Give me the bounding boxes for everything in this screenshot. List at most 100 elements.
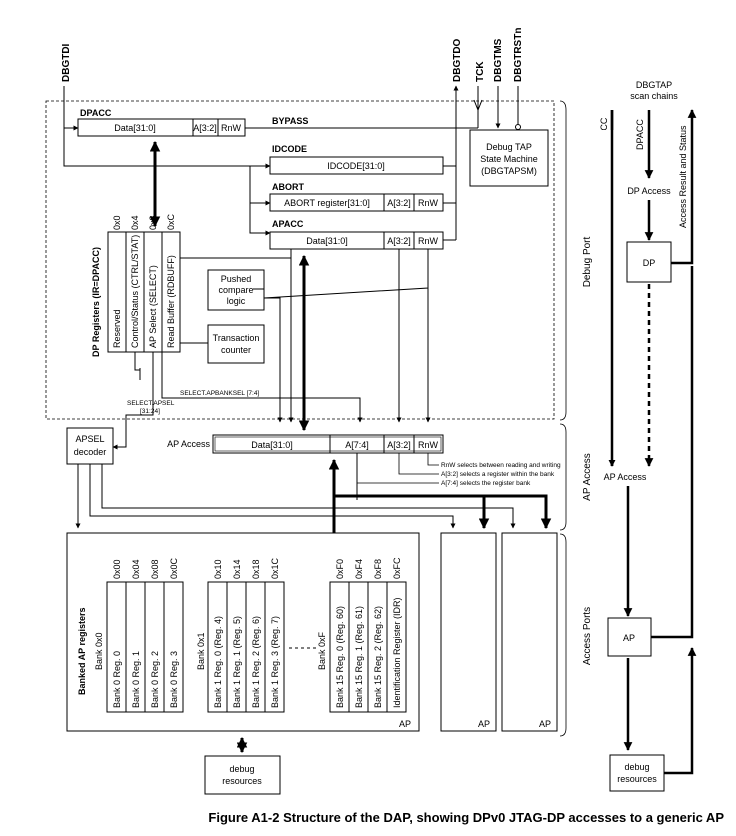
bank0-reg-2: Bank 0 Reg. 2 (150, 651, 160, 708)
apacc-data: Data[31:0] (306, 236, 348, 246)
dpacc-title: DPACC (80, 108, 112, 118)
apsel-line1: APSEL (75, 434, 104, 444)
signal-tck: TCK (475, 61, 486, 82)
bankF-reg-1: Bank 15 Reg. 1 (Reg. 61) (354, 606, 364, 708)
abort-field: ABORT register[31:0] (284, 198, 370, 208)
bankF-addr-1: 0xF4 (354, 559, 364, 579)
signal-dbgtms: DBGTMS (493, 38, 504, 82)
ap-access-register-outer (212, 434, 444, 454)
debug-res-line1: debug (229, 764, 254, 774)
tap-line3: (DBGTAPSM) (481, 166, 537, 176)
abort-title: ABORT (272, 182, 304, 192)
bank1-label: Bank 0x1 (196, 632, 206, 670)
bank0-reg-0: Bank 0 Reg. 0 (112, 651, 122, 708)
abort-register (269, 193, 444, 212)
bank1-addr-3: 0x1C (270, 557, 280, 579)
apacc-rnw: RnW (418, 236, 439, 246)
ap-access-a32: A[3:2] (387, 440, 411, 450)
right-debug-box (609, 754, 665, 792)
ap-label-2: AP (478, 719, 490, 729)
decoder-to-ap-wires (75, 453, 516, 529)
ap-label-3: AP (539, 719, 551, 729)
right-debug-line1: debug (624, 762, 649, 772)
txn-line2: counter (221, 345, 251, 355)
right-dpacc: DPACC (635, 119, 645, 150)
figure-caption: Figure A1-2 Structure of the DAP, showin… (0, 810, 736, 825)
transaction-counter-box (207, 324, 265, 364)
signal-dbgtrstn: DBGTRSTn (513, 28, 524, 82)
figure-caption-text: Figure A1-2 Structure of the DAP, showin… (208, 810, 724, 825)
ap-access-rnw: RnW (418, 440, 439, 450)
select-apsel-line2: [31:24] (140, 408, 160, 415)
bank1-addr-1: 0x14 (232, 559, 242, 579)
pushed-line2: compare (218, 285, 253, 295)
dpacc-addr: A[3:2] (193, 123, 217, 133)
bank0-addr-3: 0x0C (169, 557, 179, 579)
debug-tap-state-machine-box (469, 129, 549, 187)
bankF-addr-3: 0xFC (392, 557, 402, 579)
select-apbanksel-label: SELECT.APBANKSEL [7:4] (180, 390, 259, 397)
ap-access-data: Data[31:0] (251, 440, 293, 450)
apsel-line2: decoder (74, 447, 107, 457)
bankF-reg-0: Bank 15 Reg. 0 (Reg. 60) (335, 606, 345, 708)
ap-main-label: AP (399, 719, 411, 729)
abort-rnw: RnW (418, 198, 439, 208)
banked-title: Banked AP registers (77, 607, 87, 695)
bankF-label: Bank 0xF (317, 631, 327, 670)
bank1-reg-0: Bank 1 Reg. 0 (Reg. 4) (213, 616, 223, 708)
pushed-compare-logic-box (207, 269, 265, 311)
side-label-debug-port: Debug Port (582, 236, 593, 287)
debug-res-line2: resources (222, 776, 262, 786)
note-a32: A[3:2] selects a register within the ban… (441, 471, 555, 478)
ap-data-bus-to-other-aps (334, 494, 552, 530)
bank0-addr-1: 0x04 (131, 559, 141, 579)
tck-clock-symbol (473, 99, 483, 112)
note-a74: A[7:4] selects the register bank (441, 480, 531, 487)
side-label-ap-access: AP Access (582, 453, 593, 501)
trst-bubble (515, 124, 521, 130)
bank0-reg-1: Bank 0 Reg. 1 (131, 651, 141, 708)
right-dp-access: DP Access (627, 186, 671, 196)
bank0-addr-2: 0x08 (150, 559, 160, 579)
bank0-addr-0: 0x00 (112, 559, 122, 579)
bank1-reg-1: Bank 1 Reg. 1 (Reg. 5) (232, 616, 242, 708)
dp-reg-name-0: Reserved (112, 309, 122, 348)
dp-reg-addr-3: 0xC (166, 213, 176, 230)
dpacc-register (77, 118, 246, 137)
notes-leaders (356, 453, 439, 484)
ap-access-label: AP Access (167, 439, 210, 449)
note-rnw: RnW selects between reading and writing (441, 462, 561, 469)
ap-box-3 (501, 532, 558, 732)
pushed-line1: Pushed (221, 274, 252, 284)
dpacc-rnw: RnW (221, 123, 242, 133)
bank1-addr-0: 0x10 (213, 559, 223, 579)
txn-line1: Transaction (213, 333, 260, 343)
side-brackets (559, 100, 567, 737)
right-access-result: Access Result and Status (678, 125, 688, 228)
right-ap-access: AP Access (604, 472, 647, 482)
idcode-register (269, 156, 444, 175)
right-scan-line2: scan chains (630, 91, 678, 101)
dp-reg-name-1: Control/Status (CTRL/STAT) (130, 235, 140, 348)
apacc-register (269, 231, 444, 250)
idcode-title: IDCODE (272, 144, 307, 154)
right-dp-box (626, 241, 672, 283)
idcode-field: IDCODE[31:0] (327, 161, 385, 171)
bankF-addr-2: 0xF8 (373, 559, 383, 579)
signal-dbgtdi: DBGTDI (61, 43, 72, 82)
right-scan-line1: DBGTAP (636, 80, 672, 90)
tap-line2: State Machine (480, 154, 538, 164)
bank0-label: Bank 0x0 (94, 632, 104, 670)
signal-dbgtdo: DBGTDO (452, 38, 463, 82)
dp-internal-wires (112, 249, 431, 450)
debug-resources-box (204, 755, 281, 795)
apsel-decoder-box (66, 427, 114, 465)
tap-line1: Debug TAP (486, 142, 532, 152)
ap-box-2 (440, 532, 497, 732)
dp-reg-name-2: AP Select (SELECT) (148, 265, 158, 348)
dp-registers-title: DP Registers (IR=DPACC) (91, 247, 101, 357)
pushed-line3: logic (227, 296, 246, 306)
bankF-addr-0: 0xF0 (335, 559, 345, 579)
right-dp-label: DP (643, 258, 656, 268)
